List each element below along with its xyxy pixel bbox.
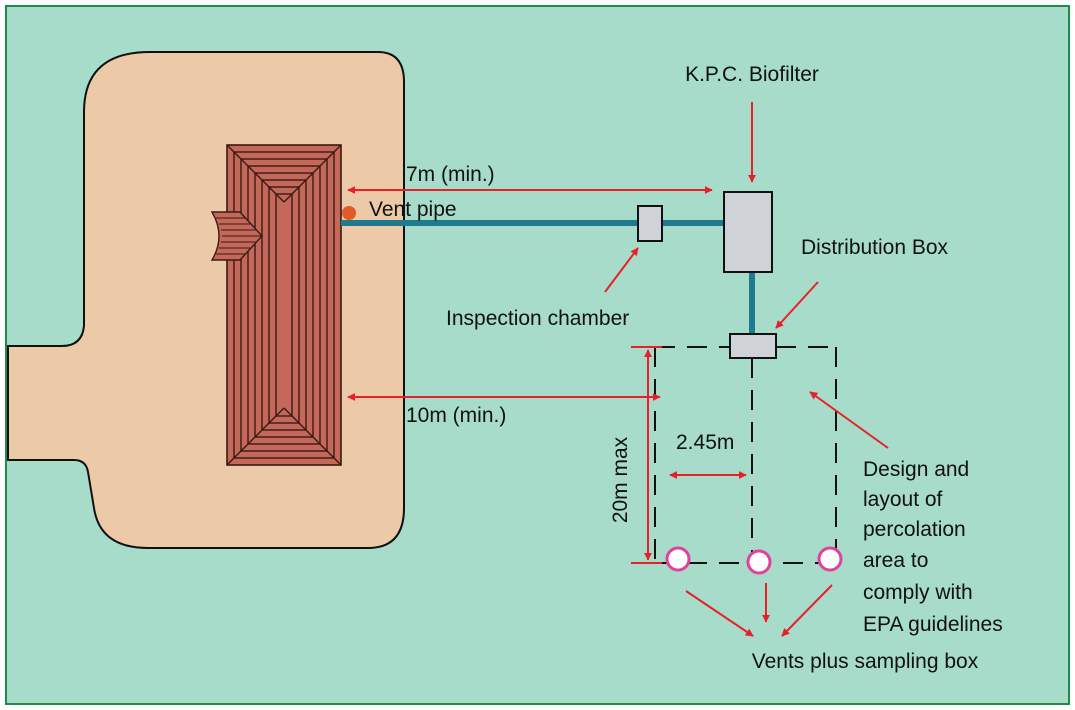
arrow-inspection: [604, 247, 639, 293]
arrow-distribution: [775, 281, 819, 329]
arrow-vent-3: [781, 584, 833, 637]
annotation-arrows: [347, 102, 889, 637]
house-roof-icon: [210, 144, 342, 466]
inspection-chamber-icon: [637, 205, 663, 242]
label-distribution-box: Distribution Box: [801, 236, 949, 259]
biofilter-tank-icon: [723, 191, 773, 273]
label-vents: Vents plus sampling box: [752, 650, 979, 673]
design-note-line: EPA guidelines: [863, 613, 1003, 636]
vent-ring-icon: [665, 546, 843, 575]
vent-pipe-dot-icon: [342, 206, 356, 220]
label-biofilter: K.P.C. Biofilter: [685, 63, 819, 86]
design-note-line: comply with: [863, 581, 973, 604]
design-note: Design and layout of percolation area to…: [863, 458, 1003, 636]
percolation-area-outline: [654, 346, 837, 564]
label-inspection-chamber: Inspection chamber: [446, 307, 629, 330]
design-note-line: layout of: [863, 488, 943, 511]
label-10m: 10m (min.): [406, 404, 506, 427]
label-2-45m: 2.45m: [676, 431, 734, 454]
design-note-line: area to: [863, 549, 928, 572]
arrow-design: [809, 391, 889, 449]
label-vent-pipe: Vent pipe: [369, 198, 457, 221]
label-7m: 7m (min.): [406, 163, 495, 186]
design-note-line: Design and: [863, 458, 969, 481]
arrow-vent-1: [685, 590, 754, 637]
label-20m-max: 20m max: [609, 436, 632, 523]
distribution-box-icon: [729, 333, 777, 359]
design-note-line: percolation: [863, 518, 966, 541]
